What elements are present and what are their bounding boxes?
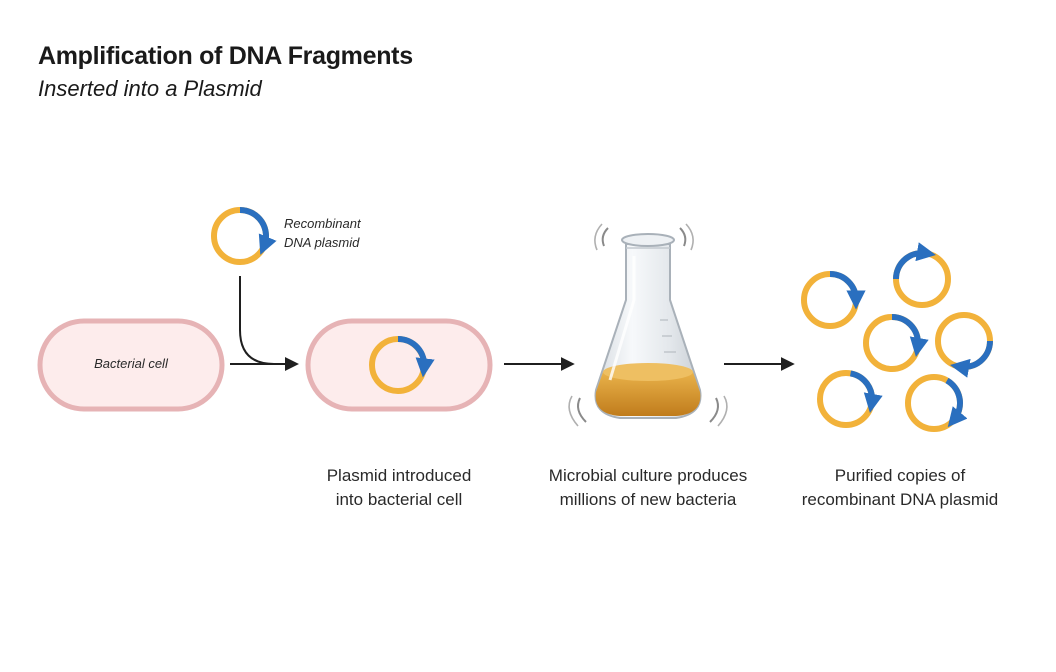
recombinant-label-line2: DNA plasmid <box>284 235 360 250</box>
purified-plasmids-group <box>801 242 993 432</box>
page-subtitle: Inserted into a Plasmid <box>38 76 262 101</box>
insert-arrow <box>239 276 299 371</box>
page-title: Amplification of DNA Fragments <box>38 42 413 70</box>
recombinant-label-line1: Recombinant <box>284 216 361 231</box>
plasmid-icon <box>893 242 951 308</box>
bacterial-cell-with-plasmid-icon <box>305 318 493 412</box>
recombinant-plasmid-icon <box>211 207 277 265</box>
caption-purified-copies: Purified copies of recombinant DNA plasm… <box>780 464 1020 512</box>
caption-plasmid-introduced: Plasmid introduced into bacterial cell <box>279 464 519 512</box>
recombinant-plasmid-label: Recombinant DNA plasmid <box>284 214 361 252</box>
plasmid-icon <box>801 271 866 329</box>
flask-icon <box>568 223 728 427</box>
caption-line: Purified copies of <box>834 466 966 485</box>
caption-line: into bacterial cell <box>335 490 463 509</box>
plasmid-icon <box>905 374 968 432</box>
caption-line: recombinant DNA plasmid <box>801 490 999 509</box>
bacterial-cell-label: Bacterial cell <box>94 356 168 371</box>
caption-line: Plasmid introduced <box>326 466 472 485</box>
bacterial-cell-icon <box>37 318 225 412</box>
plasmid-icon <box>935 312 993 378</box>
caption-line: Microbial culture produces <box>548 466 748 485</box>
caption-line: millions of new bacteria <box>559 490 737 509</box>
plasmid-icon <box>863 314 929 372</box>
plasmid-icon <box>817 370 883 428</box>
caption-microbial-culture: Microbial culture produces millions of n… <box>528 464 768 512</box>
